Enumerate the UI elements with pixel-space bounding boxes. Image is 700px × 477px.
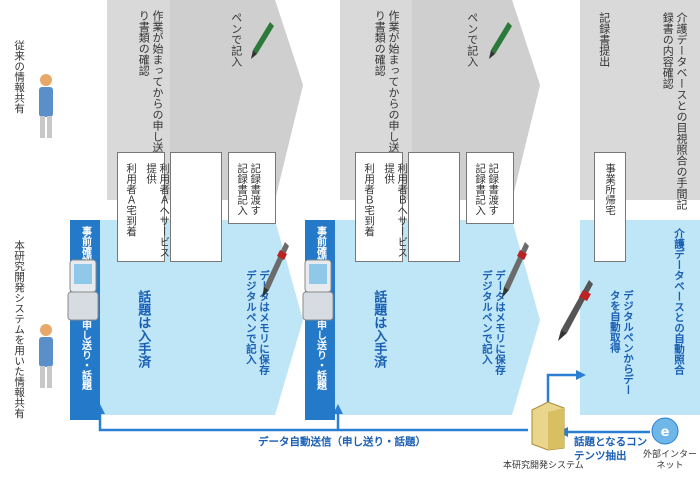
- gray-submit: 記録書提出: [597, 12, 611, 67]
- gray-stage-1-dark: [170, 0, 303, 200]
- blue-stage-2: [305, 220, 540, 415]
- extract-label: 話題となるコンテンツ抽出: [574, 436, 648, 462]
- gray-check: 介護データベースとの目視照合の手間記録書の内容確認: [661, 12, 688, 210]
- server-icon: [531, 401, 565, 451]
- internet-label: 外部インターネット: [642, 450, 697, 471]
- pen-icon-digital-2: [502, 242, 529, 298]
- topic-acquired-1: 話題は入手済: [135, 290, 151, 368]
- box-record-2: 記録書渡す記録書記入: [466, 152, 514, 224]
- blue-pen-text-1: データはメモリに保存デジタルペンで記入: [244, 270, 270, 375]
- blue-pen-text-3: デジタルペンからデータを自動取得: [608, 290, 634, 395]
- gray-pen-text-1: ペンで記入: [229, 12, 243, 67]
- pen-icon-green-2: [489, 22, 512, 59]
- auto-send-label: データ自動送信（申し送り・話題）: [258, 436, 426, 448]
- label-system: 本研究開発システムを用いた情報共有: [13, 240, 26, 419]
- phone-icon-1: [67, 259, 99, 321]
- box-service-a: [170, 152, 222, 262]
- auto-match-text: 介護データベースとの自動照合: [673, 228, 685, 375]
- svg-text:e: e: [661, 425, 670, 440]
- gray-main-1: 作業が始まってからの申し送り書類の確認: [137, 10, 164, 153]
- pen-icon-digital-3: [558, 280, 593, 341]
- phone-icon-2: [302, 259, 334, 321]
- box-record-1: 記録書渡す記録書記入: [228, 152, 276, 224]
- gray-stage-2-dark: [412, 0, 540, 200]
- person-icon-traditional: [39, 74, 53, 138]
- server-label: 本研究開発システム: [503, 461, 584, 471]
- gray-pen-text-2: ペンで記入: [465, 12, 479, 67]
- gray-main-2: 作業が始まってからの申し送り書類の確認: [373, 10, 400, 153]
- pen-icon-digital-1: [262, 242, 289, 298]
- label-traditional: 従来の情報共有: [13, 40, 26, 114]
- upload-arrow: [546, 373, 578, 405]
- box-arrive-a: 利用者Ａへサービス提供 利用者Ａ宅到着: [117, 152, 170, 262]
- box-service-b: [408, 152, 460, 262]
- auto-send-arrow: [98, 412, 528, 432]
- blue-stage-1: [70, 220, 303, 415]
- box-arrive-b: 利用者Ｂへサービス提供 利用者Ｂ宅到着: [355, 152, 408, 262]
- topic-acquired-2: 話題は入手済: [371, 290, 387, 368]
- box-return-office: 事業所帰宅: [594, 152, 626, 262]
- person-icon-system: [39, 324, 53, 388]
- pen-icon-green-1: [251, 22, 274, 59]
- globe-icon: e: [651, 417, 679, 445]
